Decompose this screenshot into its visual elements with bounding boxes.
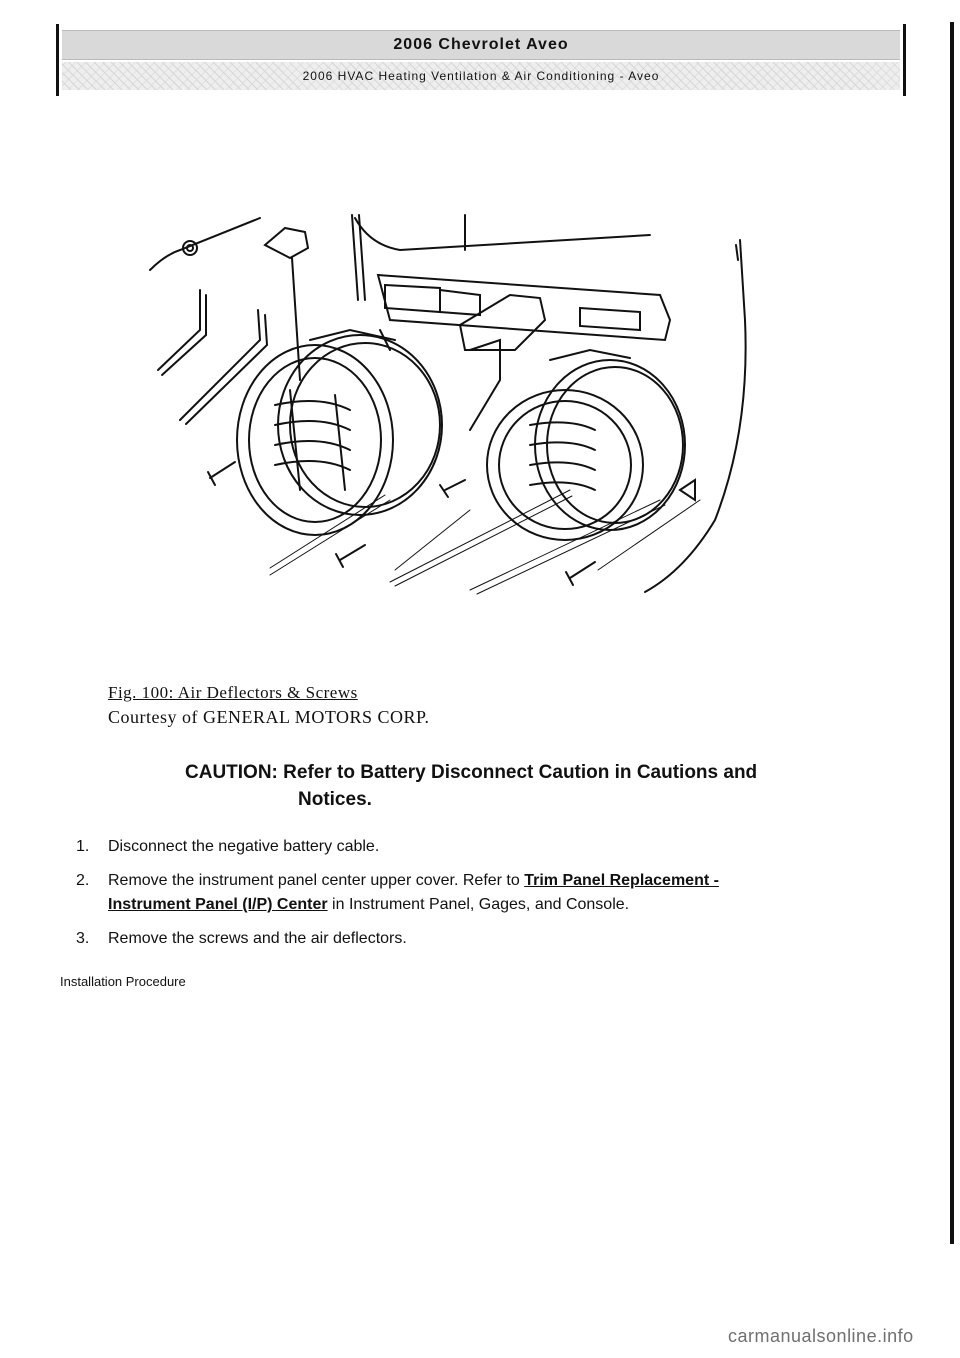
caution-line-2: Notices.	[298, 789, 372, 810]
header-right-rule	[903, 24, 906, 96]
watermark: carmanualsonline.info	[728, 1326, 914, 1346]
section-heading: Installation Procedure	[60, 974, 186, 989]
figure-caption: Fig. 100: Air Deflectors & Screws	[108, 683, 358, 702]
caution-notice: CAUTION: Refer to Battery Disconnect Cau…	[185, 759, 885, 813]
step-number: 3.	[76, 930, 90, 947]
step-number: 1.	[76, 838, 90, 855]
air-deflectors-illustration	[149, 214, 747, 595]
figure-courtesy: Courtesy of GENERAL MOTORS CORP.	[108, 707, 430, 727]
step-text: Remove the instrument panel center upper…	[108, 869, 908, 917]
list-item: 2. Remove the instrument panel center up…	[76, 869, 916, 919]
document-title: 2006 Chevrolet Aveo	[62, 30, 900, 60]
step-text: Disconnect the negative battery cable.	[108, 838, 380, 855]
right-margin-bar	[950, 22, 954, 1244]
caution-line-1: CAUTION: Refer to Battery Disconnect Cau…	[185, 762, 758, 783]
step-text-post: in Instrument Panel, Gages, and Console.	[327, 896, 630, 913]
step-text: Remove the screws and the air deflectors…	[108, 930, 407, 947]
document-subtitle: 2006 HVAC Heating Ventilation & Air Cond…	[62, 62, 900, 90]
trim-panel-replacement-link[interactable]: Trim Panel Replacement -	[524, 872, 719, 889]
step-text-pre: Remove the instrument panel center upper…	[108, 872, 525, 889]
instrument-panel-center-link[interactable]: Instrument Panel (I/P) Center	[108, 896, 328, 913]
step-number: 2.	[76, 872, 90, 889]
header-left-rule	[56, 24, 59, 96]
